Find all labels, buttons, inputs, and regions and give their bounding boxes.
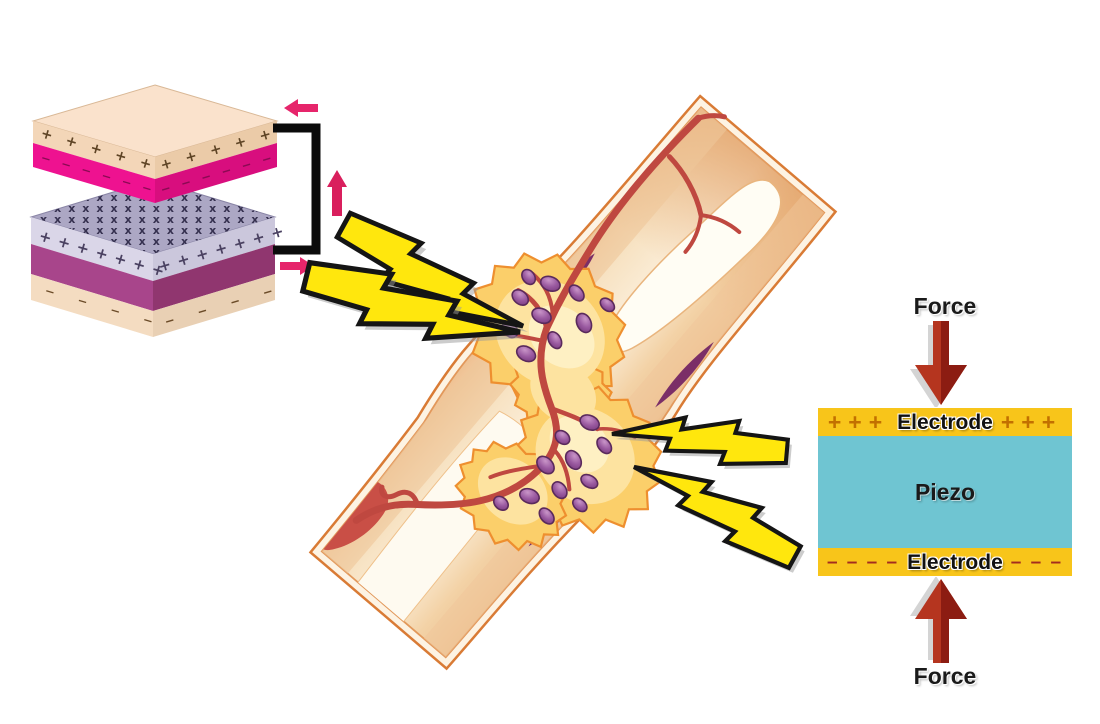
callus-cell [521, 268, 537, 286]
cross-symbol-row: xxxxxxxxxxxxxxxxxx [40, 224, 294, 237]
current-arrow-left-icon [284, 99, 318, 117]
minus-charges-left: – – – – [826, 551, 900, 573]
piezo-body: Piezo [818, 436, 1072, 548]
callus-cell [596, 436, 613, 455]
force-arrow-down-icon [910, 321, 967, 407]
callus-cell [547, 330, 563, 350]
force-label-bottom: Force [913, 663, 977, 689]
callus-cell [536, 455, 555, 475]
blood-vessels [352, 113, 742, 524]
callus-cell [531, 307, 552, 325]
lower-slab-lavender-left [31, 217, 153, 281]
lower-slab-plum-left [31, 244, 153, 311]
circuit-wire-bracket [273, 123, 321, 255]
callus-cell [515, 345, 537, 363]
piezo-stack-illustration: xxxxxxxxxxxxxxxxxx xxxxxxxxxxxxxxxxxx xx… [29, 84, 298, 337]
lower-slab-plum-right [153, 244, 275, 311]
electrode-label-top: Electrode [897, 410, 993, 434]
callus-cell [554, 429, 571, 446]
callus-cell [579, 414, 600, 431]
periosteum-sliver-3 [655, 341, 714, 408]
plus-charges-right: +++ [1000, 408, 1063, 435]
bottom-electrode-bar: – – – – Electrode – – – [818, 548, 1072, 576]
callus-cell [492, 495, 510, 511]
callus-cell [551, 481, 568, 500]
callus-cell [538, 507, 555, 525]
callus-cell [580, 473, 599, 490]
lower-slab-lavender-right [153, 217, 275, 281]
callus-cell [539, 275, 561, 293]
upper-slab-magenta-right [155, 143, 277, 203]
fractured-bone-illustration [308, 94, 838, 671]
upper-slab-peach-left [33, 121, 155, 179]
top-electrode-bar: +++ Electrode +++ [818, 408, 1072, 436]
cross-symbol-row: xxxxxxxxxxxxxxxxxx [40, 246, 294, 259]
electrode-label-bottom: Electrode [907, 550, 1003, 574]
lightning-bolt-icon [619, 457, 815, 575]
force-arrow-up-icon [910, 577, 967, 663]
callus-cell [564, 449, 583, 471]
upper-slab-magenta-left [33, 143, 155, 203]
callus-cell [519, 487, 540, 505]
cross-symbol-row: xxxxxxxxxxxxxxxxxx [40, 202, 294, 215]
cross-symbol-row: xxxxxxxxxxxxxxxxxx [40, 213, 294, 226]
upper-slab-peach-right [155, 121, 277, 179]
lower-slab-cream-left [31, 274, 153, 337]
callus-cell [575, 312, 593, 334]
callus-cell [568, 284, 585, 302]
plus-charges-left: +++ [827, 408, 890, 435]
callus-cells [492, 268, 616, 525]
current-arrow-up-icon [327, 170, 347, 216]
callus-cell [511, 289, 530, 306]
minus-charges-right: – – – [1010, 551, 1064, 573]
callus-cell [599, 297, 616, 313]
lower-slab-cream-right [153, 274, 275, 337]
callus-cell [571, 497, 588, 513]
force-label-top: Force [913, 293, 977, 319]
